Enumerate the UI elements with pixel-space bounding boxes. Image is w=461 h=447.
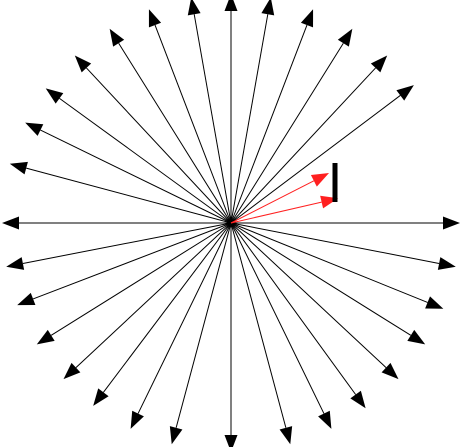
ray-down-left-3-arrowhead bbox=[36, 329, 55, 345]
ray-down-right-6-arrowhead bbox=[425, 296, 444, 309]
ray-up-right-2 bbox=[230, 55, 388, 224]
ray-down-right-1-shaft bbox=[230, 222, 287, 428]
ray-down-left-5-shaft bbox=[103, 222, 232, 393]
ray-down-right-7 bbox=[230, 222, 456, 270]
ray-down-right-6-shaft bbox=[230, 222, 428, 303]
ray-up-left-3 bbox=[109, 28, 232, 224]
ray-down-right-6 bbox=[230, 222, 444, 309]
ray-down-left-3-shaft bbox=[50, 222, 232, 336]
ray-down-left-2-shaft bbox=[32, 222, 232, 300]
ray-up-left-6-arrowhead bbox=[25, 122, 44, 136]
ray-up-right-5 bbox=[230, 0, 275, 224]
ray-up-right-4-shaft bbox=[230, 24, 308, 224]
ray-down-left-2-arrowhead bbox=[17, 292, 36, 306]
ray-up-left-3-arrowhead bbox=[109, 28, 125, 47]
highlight-ray-lower-shaft bbox=[230, 201, 322, 224]
ray-down-left-4 bbox=[63, 222, 232, 380]
ray-down-right-5-shaft bbox=[230, 222, 412, 336]
ray-up-left-2 bbox=[148, 9, 232, 224]
ray-down-left-6-shaft bbox=[137, 222, 232, 414]
highlight-ray-upper-shaft bbox=[230, 180, 315, 224]
ray-down-right-5 bbox=[230, 222, 426, 345]
ray-down-left-1 bbox=[6, 222, 232, 270]
ray-down-left-4-arrowhead bbox=[63, 362, 81, 380]
ray-right-arrowhead bbox=[443, 216, 460, 230]
ray-up-right-3 bbox=[230, 28, 353, 224]
ray-down-right-4-shaft bbox=[230, 222, 387, 368]
ray-up-left-5-arrowhead bbox=[45, 88, 64, 104]
ray-up-right-1 bbox=[230, 85, 414, 224]
ray-down-left-1-shaft bbox=[22, 222, 232, 264]
ray-down-right-7-arrowhead bbox=[437, 257, 456, 270]
ray-up-right-4 bbox=[230, 9, 314, 224]
ray-up-left-1-arrowhead bbox=[187, 0, 201, 16]
ray-right bbox=[231, 216, 460, 230]
ray-up-right-2-shaft bbox=[230, 67, 376, 224]
ray-up-left-4 bbox=[74, 55, 232, 224]
ray-up-right-3-arrowhead bbox=[337, 28, 353, 47]
ray-up-left-1 bbox=[187, 0, 232, 224]
ray-down-right-4 bbox=[230, 222, 399, 380]
ray-up-right-1-arrowhead bbox=[396, 85, 414, 101]
ray-up-left-2-arrowhead bbox=[148, 9, 162, 28]
ray-down-left-5 bbox=[93, 222, 232, 406]
ray-up-left-7-arrowhead bbox=[9, 161, 28, 175]
ray-down-right-2 bbox=[230, 222, 332, 429]
ray-down-left-7-arrowhead bbox=[169, 426, 183, 445]
ray-down-left-4-shaft bbox=[75, 222, 232, 368]
ray-up-right-4-arrowhead bbox=[300, 9, 314, 28]
ray-up-left-4-arrowhead bbox=[74, 55, 92, 73]
ray-up-left-1-shaft bbox=[193, 14, 232, 224]
ray-up-right-5-arrowhead bbox=[261, 0, 275, 16]
ray-down-right-2-shaft bbox=[230, 222, 325, 414]
ray-up bbox=[224, 0, 238, 223]
ray-up-arrowhead bbox=[224, 0, 238, 11]
ray-up-left-7-shaft bbox=[26, 167, 232, 224]
ray-up-right-3-shaft bbox=[230, 42, 344, 224]
ray-down-right-7-shaft bbox=[230, 222, 440, 264]
ray-up-right-1-shaft bbox=[230, 95, 401, 224]
ray-up-left-6-shaft bbox=[40, 129, 232, 224]
ray-down-right-2-arrowhead bbox=[318, 410, 332, 429]
ray-up-right-2-arrowhead bbox=[370, 55, 388, 73]
ray-down-left-6 bbox=[130, 222, 232, 429]
ray-down-right-1 bbox=[230, 222, 293, 445]
highlight-ray-upper-arrowhead bbox=[310, 173, 330, 187]
ray-down-right-3 bbox=[230, 222, 366, 409]
ray-down-left-1-arrowhead bbox=[6, 257, 25, 270]
ray-up-right-5-shaft bbox=[230, 14, 269, 224]
ray-down-left-7-shaft bbox=[175, 222, 232, 428]
ray-down-right-4-arrowhead bbox=[381, 362, 399, 380]
highlight-ray-upper bbox=[230, 173, 330, 224]
ray-up-left-7 bbox=[9, 161, 232, 224]
ray-up-left-4-shaft bbox=[86, 67, 232, 224]
ray-down-arrowhead bbox=[224, 435, 238, 447]
ray-up-left-6 bbox=[25, 122, 232, 224]
ray-down-left-5-arrowhead bbox=[93, 388, 109, 406]
ray-down-left-3 bbox=[36, 222, 232, 345]
ray-down-right-3-arrowhead bbox=[350, 390, 366, 409]
ray-down-left-7 bbox=[169, 222, 232, 445]
ray-up-left-2-shaft bbox=[154, 24, 232, 224]
ray-left-arrowhead bbox=[2, 216, 19, 230]
ray-down-right-3-shaft bbox=[230, 222, 357, 395]
ray-down-right-1-arrowhead bbox=[279, 426, 293, 445]
ray-down-left-2 bbox=[17, 222, 232, 306]
ray-up-left-5 bbox=[45, 88, 232, 224]
ray-up-left-5-shaft bbox=[59, 97, 232, 224]
ray-down-left-6-arrowhead bbox=[130, 410, 144, 429]
ray-left bbox=[2, 216, 231, 230]
ray-down-right-5-arrowhead bbox=[407, 329, 426, 345]
ray-down bbox=[224, 223, 238, 447]
ray-up-left-3-shaft bbox=[118, 42, 232, 224]
